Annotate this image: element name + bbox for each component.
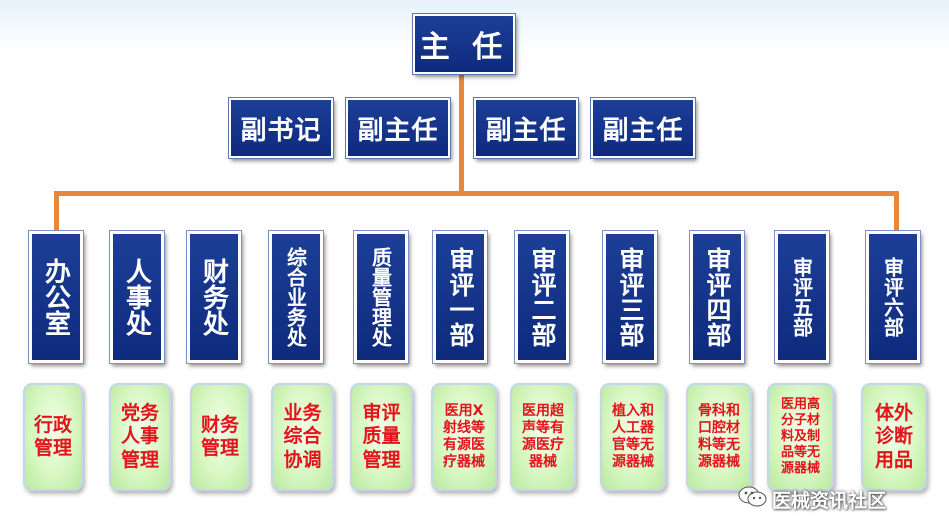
department-label: 审评四部	[703, 247, 732, 347]
department-node: 财务处	[186, 230, 242, 364]
deputy-node: 副主任	[590, 97, 696, 159]
responsibility-box: 植入和 人工器 官等无 源器械	[600, 383, 666, 491]
department-node: 审评五部	[774, 230, 830, 364]
department-node: 质量管理处	[353, 230, 409, 364]
deputy-label: 副主任	[357, 115, 439, 146]
deputy-node: 副主任	[473, 97, 579, 159]
responsibility-text: 医用高 分子材 料及制 品等无 源器械	[780, 397, 820, 476]
responsibility-text: 植入和 人工器 官等无 源器械	[612, 402, 654, 471]
responsibility-text: 医用X 射线等 有源医 疗器械	[443, 402, 485, 471]
department-node: 审评三部	[602, 230, 658, 364]
responsibility-box: 党务 人事 管理	[109, 383, 171, 491]
connector-trunk	[459, 74, 464, 195]
department-node: 审评六部	[865, 230, 921, 364]
department-label: 审评五部	[789, 257, 814, 337]
responsibility-text: 医用超 声等有 源医疗 器械	[522, 402, 564, 471]
connector-drop	[894, 191, 899, 231]
department-label: 审评三部	[616, 247, 645, 347]
responsibility-text: 党务 人事 管理	[120, 402, 159, 471]
department-node: 人事处	[109, 230, 165, 364]
department-label: 审评六部	[880, 257, 905, 337]
deputy-node: 副书记	[228, 97, 334, 159]
department-label: 办公室	[40, 258, 71, 336]
responsibility-text: 财务 管理	[200, 413, 239, 459]
responsibility-box: 医用高 分子材 料及制 品等无 源器械	[767, 383, 834, 491]
deputy-label: 副主任	[485, 115, 567, 146]
connector-drop	[54, 191, 59, 231]
head-label: 主 任	[419, 30, 509, 65]
department-node: 审评二部	[514, 230, 570, 364]
responsibility-text: 业务 综合 协调	[283, 402, 322, 471]
department-label: 综合业务处	[283, 247, 308, 347]
department-label: 人事处	[121, 258, 152, 336]
connector-bus	[54, 191, 899, 196]
department-label: 质量管理处	[368, 247, 393, 347]
responsibility-text: 行政 管理	[33, 413, 72, 459]
responsibility-box: 医用超 声等有 源医疗 器械	[510, 383, 576, 491]
department-label: 财务处	[198, 258, 229, 336]
watermark: 医械资讯社区	[738, 486, 938, 512]
responsibility-box: 医用X 射线等 有源医 疗器械	[431, 383, 497, 491]
responsibility-text: 审评 质量 管理	[362, 402, 401, 471]
responsibility-box: 行政 管理	[23, 383, 83, 491]
responsibility-box: 财务 管理	[190, 383, 250, 491]
deputy-node: 副主任	[345, 97, 451, 159]
responsibility-box: 审评 质量 管理	[350, 383, 413, 491]
watermark-text: 医械资讯社区	[772, 489, 887, 512]
deputy-label: 副主任	[602, 115, 684, 146]
department-node: 审评四部	[689, 230, 745, 364]
head-node: 主 任	[412, 13, 516, 75]
department-node: 综合业务处	[268, 230, 324, 364]
deputy-label: 副书记	[240, 115, 322, 146]
responsibility-text: 骨科和 口腔材 料等无 源器械	[698, 402, 740, 471]
department-label: 审评一部	[446, 247, 475, 347]
department-node: 审评一部	[432, 230, 488, 364]
department-label: 审评二部	[528, 247, 557, 347]
department-node: 办公室	[28, 230, 84, 364]
responsibility-box: 体外 诊断 用品	[861, 383, 927, 491]
responsibility-text: 体外 诊断 用品	[874, 402, 913, 471]
responsibility-box: 业务 综合 协调	[271, 383, 334, 491]
wechat-icon	[738, 485, 768, 514]
responsibility-box: 骨科和 口腔材 料等无 源器械	[686, 383, 752, 491]
